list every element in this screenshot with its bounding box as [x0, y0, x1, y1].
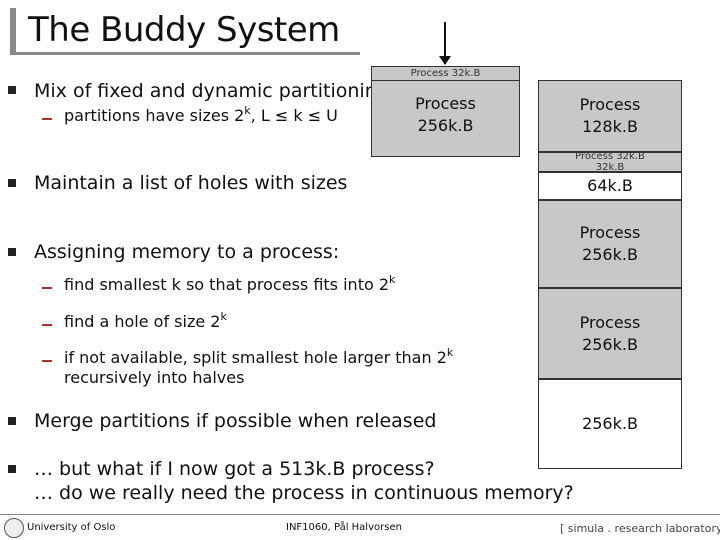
sub-bullet-split-hole: if not available, split smallest hole la… [64, 346, 454, 367]
sub-bullet-split-hole-line2: recursively into halves [64, 368, 245, 387]
memory-block-process-256kb-b: Process 256k.B [538, 288, 682, 379]
memory-block-label: Process [579, 95, 641, 114]
sub-bullet-dash [42, 287, 52, 289]
sub-bullet-dash [42, 118, 52, 120]
incoming-process-size: 256k.B [417, 116, 474, 135]
bullet-assigning-memory: Assigning memory to a process: [34, 241, 340, 263]
memory-block-size: 32k.B [595, 162, 625, 173]
memory-hole-256kb: 256k.B [538, 379, 682, 469]
bullet-marker [8, 417, 16, 425]
memory-block-process-32kb: Process 32k.B 32k.B [538, 151, 682, 173]
bullet-marker [8, 179, 16, 187]
memory-block-label: Process 32k.B [575, 151, 645, 162]
bullet-list-of-holes: Maintain a list of holes with sizes [34, 172, 348, 194]
bullet-marker [8, 465, 16, 473]
memory-block-size: 256k.B [582, 245, 638, 264]
bullet-mix-partitioning: Mix of fixed and dynamic partitioning [34, 80, 389, 102]
bullet-marker [8, 86, 16, 94]
slide-title: The Buddy System [28, 10, 340, 50]
memory-block-size: 64k.B [587, 176, 633, 195]
memory-block-process-128kb: Process 128k.B [538, 80, 682, 152]
footer-university: University of Oslo [27, 522, 116, 533]
title-accent-bar [10, 8, 16, 54]
memory-block-size: 256k.B [582, 414, 638, 433]
memory-block-process-256kb-a: Process 256k.B [538, 200, 682, 288]
memory-hole-64kb: 64k.B [538, 172, 682, 200]
memory-block-size: 256k.B [582, 334, 638, 354]
incoming-process-label: Process [415, 94, 476, 113]
sub-bullet-partition-sizes: partitions have sizes 2k, L ≤ k ≤ U [64, 104, 338, 125]
sub-bullet-dash [42, 360, 52, 362]
arrow-head-icon [439, 56, 451, 65]
bullet-continuous-memory-question: … do we really need the process in conti… [34, 482, 574, 504]
university-seal-icon [4, 518, 24, 538]
incoming-process-block: Process 32k.B Process 256k.B [371, 66, 520, 157]
bullet-merge-partitions: Merge partitions if possible when releas… [34, 410, 437, 432]
bullet-513kb-question: … but what if I now got a 513k.B process… [34, 458, 435, 480]
memory-block-label: Process [579, 312, 641, 332]
title-underline [10, 52, 360, 55]
footer-course: INF1060, Pål Halvorsen [286, 522, 402, 533]
footer-divider [0, 514, 720, 515]
sub-bullet-find-smallest-k: find smallest k so that process fits int… [64, 273, 396, 294]
sub-bullet-find-hole: find a hole of size 2k [64, 310, 227, 331]
sub-bullet-dash [42, 324, 52, 326]
incoming-process-32kb-label: Process 32k.B [372, 67, 519, 81]
arrow-down-icon [444, 22, 446, 64]
bullet-marker [8, 248, 16, 256]
footer-lab-logo: [ simula . research laboratory ] [560, 522, 720, 535]
memory-block-size: 128k.B [582, 117, 638, 136]
memory-block-label: Process [579, 223, 641, 242]
